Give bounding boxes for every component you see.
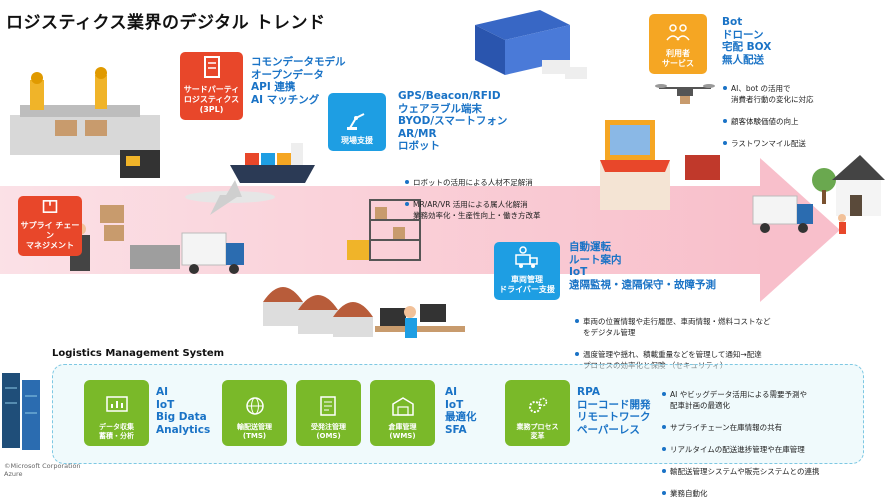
truck-location-icon (515, 246, 538, 268)
vehicle-term: IoT (569, 266, 588, 278)
lms-bullet: サプライチェーン在庫情報の共有 (661, 422, 861, 433)
lms-card-label: 倉庫管理 (WMS) (388, 423, 417, 440)
office-workers-illustration (375, 304, 465, 338)
user-bullet: AI、bot の活用で 消費者行動の変化に対応 (722, 83, 882, 105)
container-depot-illustration (475, 10, 587, 79)
shelf-illustration (347, 199, 421, 261)
lms-card-tms: 輸配送管理 (TMS) (222, 380, 287, 446)
lms-term: Analytics (156, 423, 211, 436)
vehicle-badge: 車両管理 ドライバー支援 (494, 242, 560, 300)
lms-title: Logistics Management System (52, 348, 225, 359)
vehicle-term: ルート案内 (569, 253, 622, 266)
ship-illustration (230, 143, 315, 183)
warehouse-buildings-illustration (263, 287, 373, 337)
vehicle-terms: 自動運転 ルート案内 IoT 遠隔監視・遠隔保守・故障予測 (569, 241, 716, 291)
lms-card-label: データ収集 蓄積・分析 (99, 423, 134, 440)
site-support-badge: 現場支援 (328, 93, 386, 151)
user-service-badge: 利用者 サービス (649, 14, 707, 74)
lms-bullet: 輸配送管理システムや販売システムとの連携 (661, 466, 861, 477)
site-term: GPS/Beacon/RFID (398, 90, 501, 102)
site-support-label: 現場支援 (341, 136, 373, 145)
user-terms: Bot ドローン 宅配 BOX 無人配送 (722, 16, 771, 66)
user-term: 無人配送 (722, 53, 764, 66)
site-term: AR/MR (398, 127, 437, 140)
3pl-term: コモンデータモデル (251, 56, 346, 68)
lms-card-label: 業務プロセス 変革 (516, 423, 559, 440)
3pl-term: API 連携 (251, 81, 296, 93)
truck-illustration (181, 232, 244, 274)
user-term: ドローン (722, 28, 764, 41)
data-analytics-icon (105, 396, 128, 412)
lms-bullets: AI やビッグデータ活用による需要予測や 配車計画の最適化 サプライチェーン在庫… (661, 378, 861, 497)
lms-term: RPA (577, 386, 600, 398)
lms-bullet: AI やビッグデータ活用による需要予測や 配車計画の最適化 (661, 389, 861, 411)
box-icon (42, 200, 58, 213)
user-service-label: 利用者 サービス (662, 49, 694, 68)
lms-terms-3: RPA ローコード開発 リモートワーク ペーパーレス (577, 386, 651, 436)
3pl-term: AI マッチング (251, 93, 320, 106)
store-illustration (600, 120, 720, 210)
site-term: BYOD/スマートフォン (398, 115, 508, 127)
3pl-badge: サードパーティ ロジスティクス (3PL) (180, 52, 243, 120)
lms-card-data: データ収集 蓄積・分析 (84, 380, 149, 446)
lms-term: SFA (445, 423, 467, 436)
people-icon (666, 24, 690, 41)
user-term: 宅配 BOX (722, 41, 772, 53)
lms-term: Big Data (156, 411, 207, 423)
lms-term: AI (445, 386, 458, 398)
site-term: ウェアラブル端末 (398, 102, 482, 115)
3pl-terms: コモンデータモデル オープンデータ API 連携 AI マッチング (251, 56, 346, 106)
site-bullet: ロボットの活用による人材不足解消 (404, 177, 584, 188)
globe-pin-icon (245, 397, 264, 415)
3pl-label: サードパーティ ロジスティクス (3PL) (183, 85, 240, 114)
document-icon (203, 56, 220, 78)
page-title: ロジスティクス業界のデジタル トレンド (6, 13, 326, 33)
house-illustration (812, 155, 885, 234)
vehicle-bullet: 車両の位置情報や走行履歴、車両情報・燃料コストなど をデジタル管理 (574, 316, 814, 338)
lms-term: ローコード開発 (577, 398, 651, 411)
drone-illustration (655, 84, 715, 104)
lms-card-label: 輸配送管理 (TMS) (237, 423, 272, 440)
lms-term: ペーパーレス (577, 423, 640, 436)
site-term: ロボット (398, 140, 440, 152)
lms-terms-1: AI IoT Big Data Analytics (156, 386, 210, 436)
robot-arm-icon (347, 113, 365, 130)
warehouse-icon (391, 397, 414, 416)
site-bullets: ロボットの活用による人材不足解消 MR/AR/VR 活用による属人化解消 業務効… (404, 166, 584, 232)
lms-term: IoT (156, 398, 175, 411)
server-illustration (2, 373, 40, 450)
site-bullet: MR/AR/VR 活用による属人化解消 業務効率化・生産性向上・働き方改革 (404, 199, 584, 221)
copyright-text: ©Microsoft Corporation Azure (4, 462, 81, 478)
lms-card-label: 受発注管理 (OMS) (311, 423, 346, 440)
lms-bullet: 業務自動化 (661, 488, 861, 497)
gears-icon (528, 397, 547, 413)
delivery-van-illustration (752, 195, 813, 233)
vehicle-term: 自動運転 (569, 241, 611, 253)
lms-card-process: 業務プロセス 変革 (505, 380, 570, 446)
site-terms: GPS/Beacon/RFID ウェアラブル端末 BYOD/スマートフォン AR… (398, 90, 507, 153)
user-bullets: AI、bot の活用で 消費者行動の変化に対応 顧客体験価値の向上 ラストワンマ… (722, 72, 882, 160)
user-bullet: ラストワンマイル配送 (722, 138, 882, 149)
factory-illustration (10, 67, 160, 178)
order-icon (319, 396, 336, 416)
vehicle-term: 遠隔監視・遠隔保守・故障予測 (569, 278, 716, 291)
lms-term: IoT (445, 398, 464, 411)
lms-term: リモートワーク (577, 411, 651, 423)
3pl-term: オープンデータ (251, 68, 324, 81)
supply-chain-badge: サプライ チェーン マネジメント (18, 196, 82, 256)
lms-term: AI (156, 386, 169, 398)
lms-term: 最適化 (445, 411, 477, 423)
lms-card-wms: 倉庫管理 (WMS) (370, 380, 435, 446)
lms-card-oms: 受発注管理 (OMS) (296, 380, 361, 446)
lms-bullet: リアルタイムの配送進捗管理や在庫管理 (661, 444, 861, 455)
lms-panel (52, 364, 864, 464)
vehicle-label: 車両管理 ドライバー支援 (499, 275, 555, 294)
supply-chain-label: サプライ チェーン マネジメント (20, 221, 80, 250)
user-bullet: 顧客体験価値の向上 (722, 116, 882, 127)
user-term: Bot (722, 16, 743, 28)
airplane-illustration (185, 180, 275, 215)
lms-terms-2: AI IoT 最適化 SFA (445, 386, 477, 436)
